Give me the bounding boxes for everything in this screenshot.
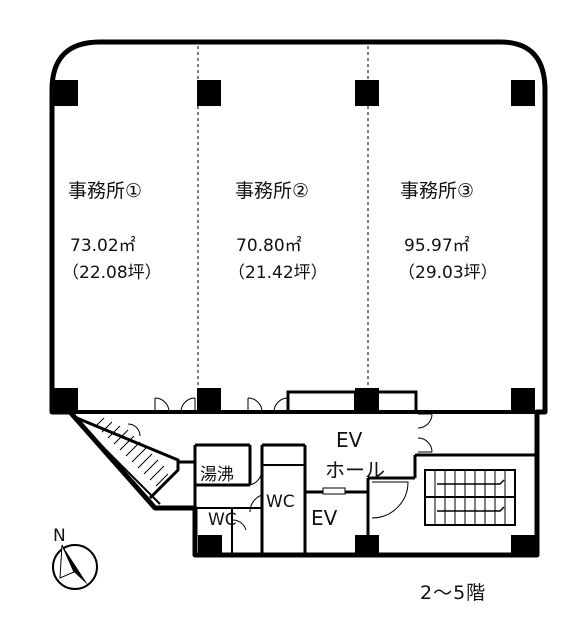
column	[511, 388, 535, 414]
column	[511, 80, 535, 106]
door-office-2	[247, 397, 289, 413]
outer-wall	[49, 39, 548, 558]
wc-label-1: WC	[266, 492, 295, 512]
door-wc1	[249, 494, 263, 513]
door-stair-right	[371, 481, 409, 519]
office-2-tsubo: （21.42坪）	[228, 263, 328, 283]
core-walls	[178, 443, 537, 555]
column	[197, 388, 221, 414]
duct-strip	[286, 390, 418, 414]
stair-left	[71, 414, 180, 505]
elevator-door	[322, 487, 346, 495]
ev-hall-label-line2: ホール	[325, 458, 385, 482]
column	[511, 535, 535, 557]
column	[54, 388, 78, 414]
kitchenette-label: 湯沸	[200, 465, 234, 485]
column	[355, 80, 379, 106]
floor-label: 2～5階	[420, 582, 487, 604]
door-office-3	[417, 413, 433, 453]
door-office-1	[154, 397, 196, 413]
compass-icon	[52, 544, 98, 590]
office-3-name: 事務所③	[400, 180, 475, 202]
office-1-name: 事務所①	[68, 180, 143, 202]
ev-hall-label-line1: EV	[336, 428, 363, 452]
stair-right	[424, 469, 516, 526]
door-kitchen	[249, 469, 263, 486]
office-2-area: 70.80㎡	[236, 236, 302, 256]
door-wc2	[231, 519, 247, 531]
compass-north-label: N	[53, 526, 66, 546]
office-3-area: 95.97㎡	[404, 236, 470, 256]
column	[54, 80, 78, 106]
office-1-tsubo: （22.08坪）	[62, 263, 162, 283]
column	[197, 80, 221, 106]
office-2-name: 事務所②	[235, 180, 310, 202]
wc-label-2: WC	[208, 510, 237, 530]
elevator-label: EV	[311, 506, 338, 530]
office-3-tsubo: （29.03坪）	[398, 263, 498, 283]
column	[198, 535, 222, 557]
office-1-area: 73.02㎡	[70, 236, 136, 256]
